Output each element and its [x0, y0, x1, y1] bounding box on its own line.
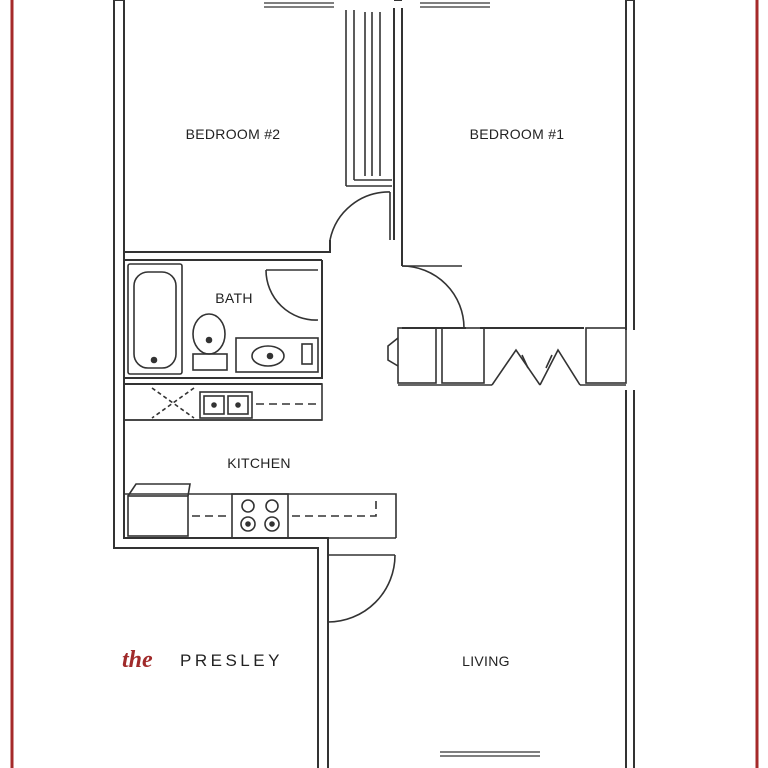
closet — [345, 10, 392, 187]
living-label: LIVING — [462, 653, 510, 669]
brand-prefix: the — [122, 647, 153, 673]
bathtub — [127, 263, 183, 375]
bedroom-2-walls — [124, 240, 331, 261]
bath-walls — [123, 260, 323, 385]
red-frame — [10, 0, 759, 768]
bedroom-2-label: BEDROOM #2 — [186, 126, 281, 142]
windows — [264, 2, 540, 757]
kitchen-label: KITCHEN — [227, 455, 291, 471]
brand-name: PRESLEY — [180, 651, 283, 670]
bedroom-1-walls — [393, 0, 584, 329]
toilet — [192, 313, 228, 371]
hall-cabinets — [387, 327, 627, 386]
kitchen-counters — [123, 383, 397, 539]
bath-vanity — [235, 337, 319, 373]
doors — [265, 191, 581, 623]
bath-label: BATH — [215, 290, 253, 306]
bedroom-1-label: BEDROOM #1 — [470, 126, 565, 142]
